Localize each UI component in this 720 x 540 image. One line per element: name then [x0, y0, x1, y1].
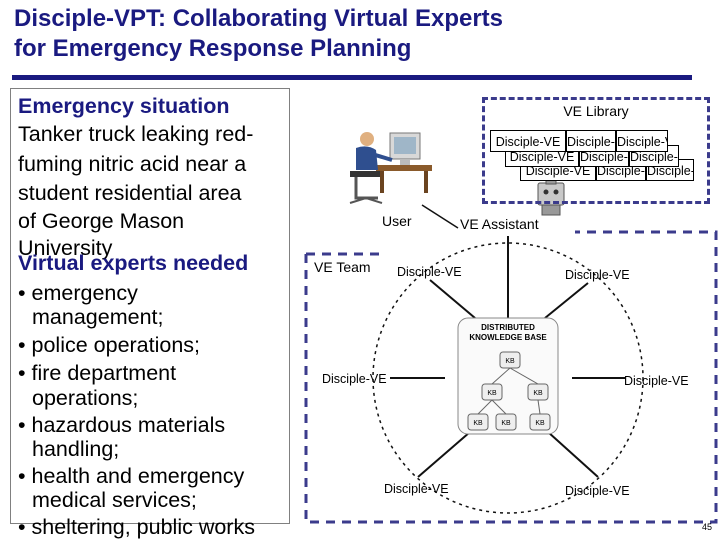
experts-heading: Virtual experts needed — [18, 251, 249, 275]
kb-node-label: KB — [535, 420, 545, 427]
team-circle — [372, 242, 644, 514]
situation-line: student residential area — [18, 181, 242, 205]
situation-line: Tanker truck leaking red- — [18, 122, 254, 146]
distributed-knowledge-base: DISTRIBUTED KNOWLEDGE BASE KB KB KB KB K… — [457, 317, 559, 435]
expert-item: operations; — [32, 386, 139, 410]
ve-assistant-label: VE Assistant — [460, 216, 539, 232]
kb-title-1: DISTRIBUTED — [481, 323, 535, 332]
page-number: 45 — [701, 522, 712, 532]
expert-item: • hazardous materials — [18, 413, 226, 437]
situation-line: University — [18, 236, 113, 260]
user-label: User — [382, 213, 412, 229]
kb-node-label: KB — [505, 358, 515, 365]
team-ve-bottom-left: Disciple-VE — [384, 482, 449, 496]
ve-library-title: VE Library — [563, 103, 629, 119]
library-ve-card: Disciple-VE — [490, 130, 566, 152]
kb-title-2: KNOWLEDGE BASE — [469, 333, 547, 342]
kb-node-label: KB — [501, 420, 511, 427]
situation-line: fuming nitric acid near a — [18, 152, 247, 176]
kb-node-label: KB — [473, 420, 483, 427]
kb-node-label: KB — [533, 390, 543, 397]
left-text-panel — [10, 88, 290, 524]
library-ve-card: Disciple-VE — [616, 130, 668, 152]
library-ve-card: Disciple-VE — [566, 130, 616, 152]
ve-library-box — [482, 97, 710, 204]
team-ve-bottom-right: Disciple-VE — [565, 484, 630, 498]
kb-node-label: KB — [487, 390, 497, 397]
expert-item: • emergency — [18, 281, 138, 305]
ve-team-boundary — [304, 230, 718, 524]
team-ve-mid-right: Disciple-VE — [624, 374, 689, 388]
expert-item: management; — [32, 305, 164, 329]
kb-connectors — [390, 236, 625, 478]
user-at-computer-icon — [349, 132, 432, 204]
expert-item: handling; — [32, 437, 120, 461]
team-ve-top-right: Disciple-VE — [565, 268, 630, 282]
title-line-2: for Emergency Response Planning — [14, 35, 412, 62]
expert-item: • health and emergency — [18, 464, 245, 488]
team-ve-mid-left: Disciple-VE — [322, 372, 387, 386]
title-line-1: Disciple-VPT: Collaborating Virtual Expe… — [14, 5, 503, 32]
situation-line: of George Mason — [18, 209, 185, 233]
expert-item: • sheltering, public works — [18, 515, 255, 539]
expert-item: • police operations; — [18, 333, 201, 357]
expert-item: medical services; — [32, 488, 197, 512]
user-assistant-link — [421, 204, 459, 229]
title-divider — [12, 75, 692, 80]
team-ve-top-left: Disciple-VE — [397, 265, 462, 279]
situation-heading: Emergency situation — [18, 94, 230, 118]
ve-team-label: VE Team — [314, 259, 371, 275]
expert-item: • fire department — [18, 361, 177, 385]
slide-title: Disciple-VPT: Collaborating Virtual Expe… — [14, 4, 503, 64]
